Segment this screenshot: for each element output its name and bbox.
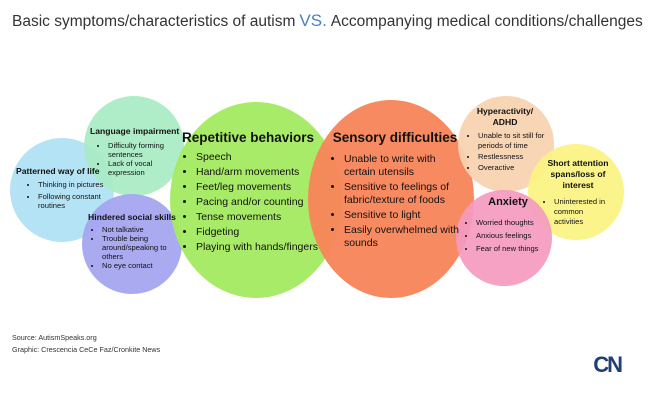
social-title: Hindered social skills <box>88 212 176 222</box>
hyperactivity-item: Unable to sit still for periods of time <box>478 131 552 151</box>
language-circle <box>84 96 184 196</box>
anxiety-block: Anxiety Worried thoughts Anxious feeling… <box>464 196 552 255</box>
patterned-item: Thinking in pictures <box>38 180 108 189</box>
page-title: Basic symptoms/characteristics of autism… <box>12 11 643 31</box>
sensory-circle <box>308 100 474 298</box>
sensory-item: Easily overwhelmed with sounds <box>344 224 460 250</box>
repetitive-item: Feet/leg movements <box>196 180 332 195</box>
language-block: Language impairment Difficulty forming s… <box>90 126 182 177</box>
repetitive-block: Repetitive behaviors Speech Hand/arm mov… <box>182 130 332 255</box>
anxiety-title: Anxiety <box>488 196 528 208</box>
anxiety-item: Worried thoughts <box>476 216 552 229</box>
repetitive-title: Repetitive behaviors <box>182 130 315 145</box>
language-item: Lack of vocal expression <box>108 159 178 177</box>
social-item: Trouble being around/speaking to others <box>102 234 168 261</box>
sensory-block: Sensory difficulties Unable to write wit… <box>330 130 460 250</box>
repetitive-item: Speech <box>196 150 332 165</box>
social-item: No eye contact <box>102 261 168 270</box>
social-circle <box>82 194 182 294</box>
anxiety-item: Anxious feelings <box>476 229 552 242</box>
title-left: Basic symptoms/characteristics of autism <box>12 13 296 30</box>
hyperactivity-title: Hyperactivity/ ADHD <box>476 106 534 127</box>
title-vs: VS. <box>299 11 327 30</box>
social-block: Hindered social skills Not talkative Tro… <box>88 212 178 270</box>
sensory-item: Unable to write with certain utensils <box>344 153 460 179</box>
attention-block: Short attention spans/loss of interest U… <box>534 158 622 227</box>
sensory-item: Sensitive to light <box>344 209 460 222</box>
repetitive-item: Tense movements <box>196 210 332 225</box>
source-credit: Source: AutismSpeaks.org <box>12 333 97 342</box>
patterned-block: Patterned way of life Thinking in pictur… <box>16 166 108 210</box>
graphic-credit: Graphic: Crescencia CeCe Faz/Cronkite Ne… <box>12 345 161 354</box>
hyperactivity-item: Restlessness <box>478 151 552 162</box>
patterned-item: Following constant routines <box>38 192 108 210</box>
attention-title: Short attention spans/loss of interest <box>547 158 609 190</box>
social-item: Not talkative <box>102 225 168 234</box>
attention-item: Uninterested in common activities <box>554 197 606 227</box>
language-title: Language impairment <box>90 126 180 136</box>
anxiety-circle <box>456 190 552 286</box>
repetitive-item: Hand/arm movements <box>196 165 332 180</box>
title-right: Accompanying medical conditions/challeng… <box>330 13 643 30</box>
sensory-title: Sensory difficulties <box>332 130 458 145</box>
repetitive-item: Playing with hands/fingers <box>196 240 332 255</box>
repetitive-item: Pacing and/or counting <box>196 195 332 210</box>
sensory-item: Sensitive to feelings of fabric/texture … <box>344 181 460 207</box>
patterned-title: Patterned way of life <box>16 166 100 176</box>
repetitive-item: Fidgeting <box>196 225 332 240</box>
anxiety-item: Fear of new things <box>476 242 552 255</box>
hyperactivity-item: Overactive <box>478 162 552 173</box>
language-item: Difficulty forming sentences <box>108 141 178 159</box>
hyperactivity-block: Hyperactivity/ ADHD Unable to sit still … <box>466 106 552 173</box>
cn-logo: CN <box>593 352 623 377</box>
